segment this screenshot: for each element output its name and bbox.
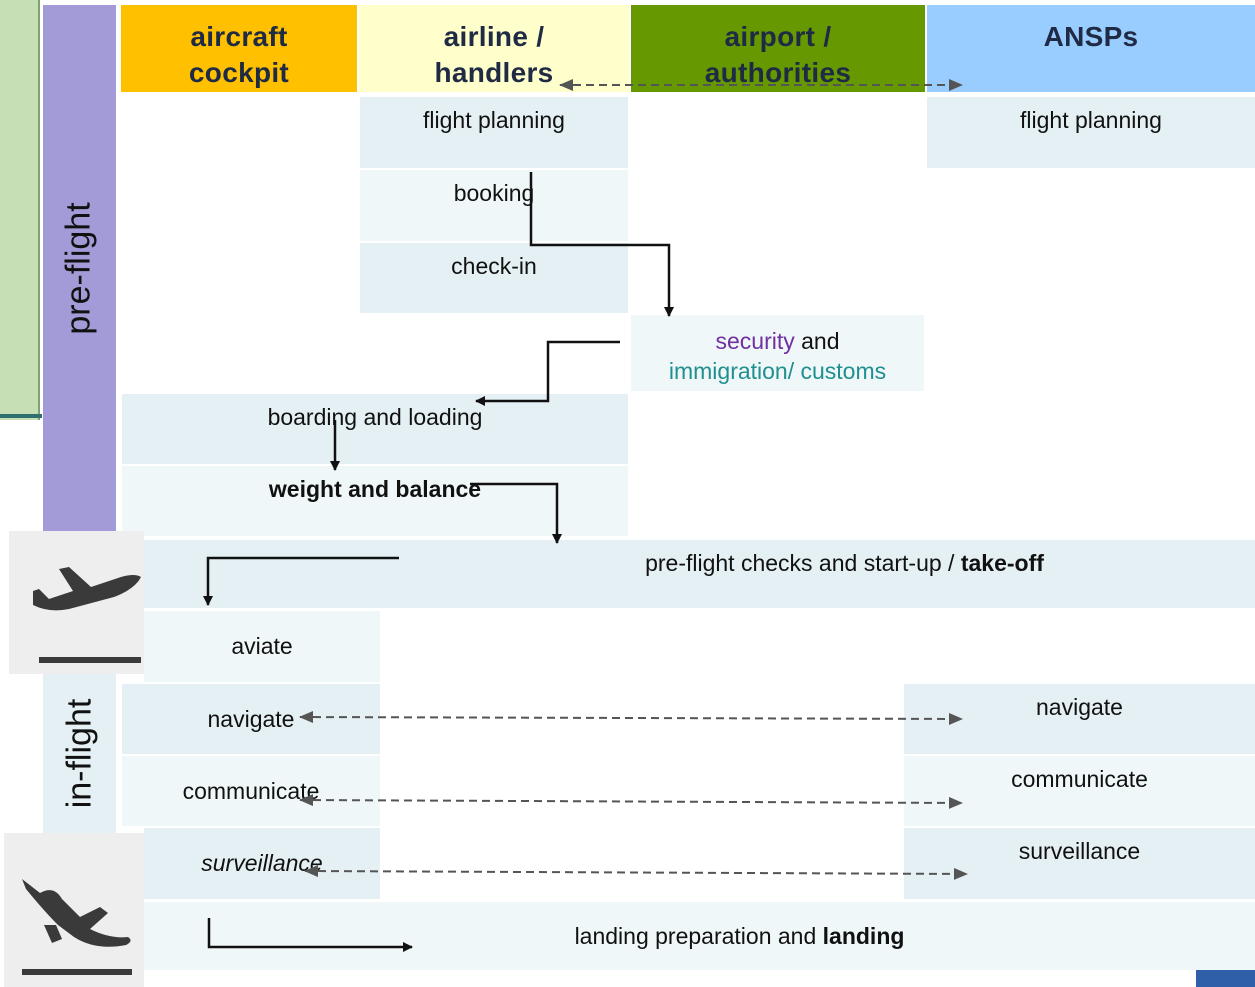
- cell-navigate-ansp: navigate: [904, 684, 1255, 754]
- in-flight-band: in-flight: [43, 673, 116, 833]
- airplane-takeoff-icon: [9, 531, 144, 674]
- cell-weight-balance: weight and balance: [122, 466, 628, 536]
- bottom-right-tab: [1196, 968, 1255, 987]
- security-text: security: [715, 328, 795, 354]
- take-off-text: take-off: [960, 550, 1044, 576]
- in-flight-label: in-flight: [60, 698, 99, 808]
- cell-flight-planning-airline: flight planning: [360, 97, 628, 168]
- cell-landing: landing preparation and landing: [144, 902, 1255, 970]
- cell-security-immigration: security and immigration/ customs: [631, 315, 924, 391]
- cell-navigate-cockpit: navigate: [122, 684, 380, 754]
- cell-booking: booking: [360, 170, 628, 241]
- left-green-line: [0, 414, 42, 418]
- cell-communicate-ansp: communicate: [904, 756, 1255, 826]
- header-airport-authorities: airport / authorities: [631, 5, 925, 92]
- cell-check-in: check-in: [360, 243, 628, 313]
- header-airline-handlers: airline / handlers: [359, 5, 629, 92]
- arrow-security-to-boarding: [475, 340, 620, 406]
- pre-flight-label: pre-flight: [60, 201, 98, 335]
- cell-surveillance-cockpit: surveillance: [144, 828, 380, 899]
- immigration-text: immigration/ customs: [668, 358, 887, 384]
- cell-flight-planning-ansp: flight planning: [927, 97, 1255, 168]
- header-ansps: ANSPs: [927, 5, 1255, 92]
- dashed-link-communicate: [299, 794, 963, 809]
- cell-communicate-cockpit: communicate: [122, 756, 380, 826]
- cell-aviate: aviate: [144, 611, 380, 682]
- cell-preflight-checks: pre-flight checks and start-up / take-of…: [144, 540, 1255, 608]
- header-aircraft-cockpit: aircraft cockpit: [121, 5, 357, 92]
- airplane-landing-icon: [4, 833, 144, 987]
- landing-text: landing: [822, 922, 905, 949]
- pre-flight-band: pre-flight: [43, 5, 116, 531]
- dashed-link-surveillance: [304, 865, 968, 880]
- cell-boarding-loading: boarding and loading: [122, 394, 628, 464]
- cell-surveillance-ansp: surveillance: [904, 828, 1255, 899]
- dashed-link-navigate: [299, 711, 963, 725]
- airplane-landing-glyph: [22, 879, 132, 975]
- left-green-panel: [0, 0, 40, 420]
- airplane-takeoff-glyph: [33, 567, 141, 663]
